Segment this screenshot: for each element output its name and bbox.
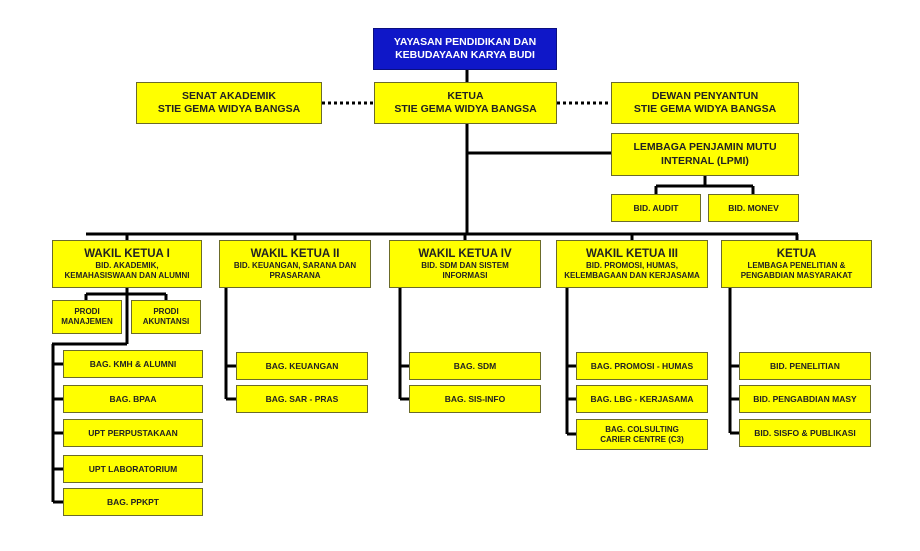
child-label: BAG. KMH & ALUMNI	[89, 358, 177, 369]
lpmi-box: LEMBAGA PENJAMIN MUTU INTERNAL (LPMI)	[611, 133, 799, 176]
wk1-child-box: BAG. PPKPT	[63, 488, 203, 516]
prodi-name: AKUNTANSI	[142, 317, 190, 326]
unit-sub1: BID. PROMOSI, HUMAS,	[585, 261, 678, 271]
child-label: BID. PENELITIAN	[770, 360, 840, 371]
unit-title: WAKIL KETUA IV	[418, 247, 512, 260]
wk3-child-box: BAG. PROMOSI - HUMAS	[576, 352, 708, 380]
wakil-ketua-3-box: WAKIL KETUA III BID. PROMOSI, HUMAS, KEL…	[556, 240, 708, 288]
child-label: BAG. PPKPT	[107, 496, 159, 507]
child-label: BAG. SDM	[453, 360, 497, 371]
wk3-child-box: BAG. LBG - KERJASAMA	[576, 385, 708, 413]
wakil-ketua-1-box: WAKIL KETUA I BID. AKADEMIK, KEMAHASISWA…	[52, 240, 202, 288]
ketua-box: KETUA STIE GEMA WIDYA BANGSA	[374, 82, 557, 124]
bid-audit-box: BID. AUDIT	[611, 194, 701, 222]
unit-sub1: BID. AKADEMIK,	[95, 261, 159, 271]
yayasan-box: YAYASAN PENDIDIKAN DAN KEBUDAYAAN KARYA …	[373, 28, 557, 70]
ketua-line1: KETUA	[447, 89, 484, 102]
unit-title: WAKIL KETUA II	[250, 247, 340, 260]
unit-title: WAKIL KETUA III	[586, 247, 678, 260]
lpmi-line2: INTERNAL (LPMI)	[661, 154, 749, 167]
child-label: BAG. PROMOSI - HUMAS	[590, 360, 694, 371]
senat-line1: SENAT AKADEMIK	[182, 89, 276, 102]
unit-sub2: INFORMASI	[442, 271, 488, 281]
wk2-child-box: BAG. KEUANGAN	[236, 352, 368, 380]
lppm-child-box: BID. PENGABDIAN MASY	[739, 385, 871, 413]
bid-audit-label: BID. AUDIT	[633, 202, 679, 213]
child-label: BID. PENGABDIAN MASY	[753, 393, 857, 404]
dewan-line2: STIE GEMA WIDYA BANGSA	[633, 103, 777, 115]
unit-sub1: BID. KEUANGAN, SARANA DAN	[233, 261, 357, 271]
unit-sub2: PRASARANA	[269, 271, 321, 281]
unit-sub1: LEMBAGA PENELITIAN &	[747, 261, 846, 271]
bid-monev-box: BID. MONEV	[708, 194, 799, 222]
child-label: BAG. LBG - KERJASAMA	[590, 393, 694, 404]
yayasan-line1: YAYASAN PENDIDIKAN DAN	[393, 35, 537, 48]
prodi-manajemen-box: PRODI MANAJEMEN	[52, 300, 122, 334]
child-label: UPT LABORATORIUM	[88, 463, 178, 474]
wk1-child-box: UPT PERPUSTAKAAN	[63, 419, 203, 447]
yayasan-line2: KEBUDAYAAN KARYA BUDI	[395, 49, 535, 61]
ketua-line2: STIE GEMA WIDYA BANGSA	[394, 103, 537, 115]
child-label: BID. SISFO & PUBLIKASI	[754, 427, 856, 438]
unit-title: KETUA	[776, 247, 817, 260]
ketua-lppm-box: KETUA LEMBAGA PENELITIAN & PENGABDIAN MA…	[721, 240, 872, 288]
unit-sub2: KELEMBAGAAN DAN KERJASAMA	[564, 271, 700, 281]
unit-sub2: KEMAHASISWAAN DAN ALUMNI	[64, 271, 190, 281]
senat-box: SENAT AKADEMIK STIE GEMA WIDYA BANGSA	[136, 82, 322, 124]
unit-sub1: BID. SDM DAN SISTEM	[421, 261, 509, 271]
wk4-child-box: BAG. SDM	[409, 352, 541, 380]
senat-line2: STIE GEMA WIDYA BANGSA	[157, 103, 301, 115]
dewan-box: DEWAN PENYANTUN STIE GEMA WIDYA BANGSA	[611, 82, 799, 124]
prodi-label: PRODI	[153, 307, 179, 316]
prodi-label: PRODI	[74, 307, 100, 316]
wk1-child-box: BAG. KMH & ALUMNI	[63, 350, 203, 378]
wk1-child-box: BAG. BPAA	[63, 385, 203, 413]
child-label: BAG. COLSULTING CARIER CENTRE (C3)	[600, 424, 684, 444]
prodi-name: MANAJEMEN	[61, 317, 113, 326]
unit-title: WAKIL KETUA I	[84, 247, 170, 260]
wk4-child-box: BAG. SIS-INFO	[409, 385, 541, 413]
prodi-akuntansi-box: PRODI AKUNTANSI	[131, 300, 201, 334]
wakil-ketua-2-box: WAKIL KETUA II BID. KEUANGAN, SARANA DAN…	[219, 240, 371, 288]
wk1-child-box: UPT LABORATORIUM	[63, 455, 203, 483]
unit-sub2: PENGABDIAN MASYARAKAT	[740, 271, 853, 281]
child-label: BAG. BPAA	[109, 393, 157, 404]
lppm-child-box: BID. SISFO & PUBLIKASI	[739, 419, 871, 447]
child-label: BAG. SAR - PRAS	[265, 393, 339, 404]
wk3-child-box: BAG. COLSULTING CARIER CENTRE (C3)	[576, 419, 708, 450]
lppm-child-box: BID. PENELITIAN	[739, 352, 871, 380]
child-label: UPT PERPUSTAKAAN	[88, 427, 178, 438]
child-label: BAG. KEUANGAN	[265, 360, 339, 371]
dewan-line1: DEWAN PENYANTUN	[651, 89, 759, 102]
wk2-child-box: BAG. SAR - PRAS	[236, 385, 368, 413]
child-label: BAG. SIS-INFO	[444, 393, 506, 404]
wakil-ketua-4-box: WAKIL KETUA IV BID. SDM DAN SISTEM INFOR…	[389, 240, 541, 288]
lpmi-line1: LEMBAGA PENJAMIN MUTU	[633, 141, 777, 154]
bid-monev-label: BID. MONEV	[728, 202, 779, 213]
